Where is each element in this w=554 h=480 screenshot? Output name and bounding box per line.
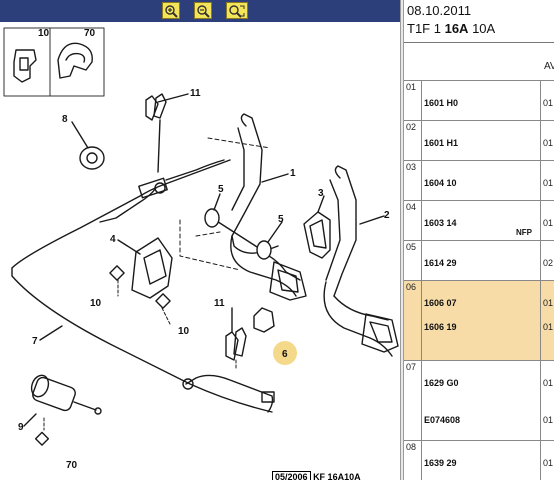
part-quantity: 01 [540,441,553,480]
part-quantity-value: 01 [543,458,554,468]
diagram-stamp: 05/2006 KF 16A10A [272,471,361,480]
callout-label[interactable]: 7 [32,336,38,347]
callout-label[interactable]: 11 [190,88,201,99]
part-reference[interactable]: 1601 H0 [424,98,459,108]
callout-label[interactable]: 10 [38,28,50,39]
pane-divider[interactable] [400,0,404,480]
column-header: AV [404,43,554,80]
row-index: 08 [404,441,422,480]
part-quantity-value: 02 [543,258,554,268]
part-reference[interactable]: 1601 H1 [424,138,459,148]
callout-label[interactable]: 70 [66,460,78,471]
row-index [404,320,422,360]
part-reference[interactable]: 1629 G0 [424,378,459,388]
part-quantity: 01 [540,161,553,200]
highlighted-callout-marker[interactable] [273,341,297,365]
callout-label[interactable]: 10 [90,298,102,309]
part-quantity: 01 [540,121,553,160]
header-divider [404,42,554,43]
row-index: 07 [404,361,422,400]
part-reference[interactable]: E074608 [424,415,461,425]
callout-label[interactable]: 10 [178,326,190,337]
zoom-out-icon [197,5,210,18]
part-quantity: 02 [540,241,553,280]
part-reference[interactable]: 1604 10 [424,178,457,188]
model-prefix: T1F 1 [407,21,441,36]
part-reference[interactable]: 1603 14 [424,218,457,228]
part-reference[interactable]: 1606 19 [424,322,457,332]
part-reference[interactable]: 1606 07 [424,298,457,308]
part-quantity-value: 01 [543,378,554,388]
part-quantity-value: 01 [543,322,554,332]
parts-exploded-diagram[interactable]: 10 70 11 8 1 5 3 5 2 4 10 10 11 7 9 70 6 [0,22,400,480]
stamp-date: 05/2006 [272,471,311,480]
part-quantity-value: 01 [543,218,554,228]
part-quantity: 01 [540,361,553,400]
part-note: NFP [516,228,532,237]
callout-label[interactable]: 1 [290,168,296,179]
part-quantity-value: 01 [543,138,554,148]
callout-label[interactable]: 5 [218,184,224,195]
column-header-label: AV [544,61,554,72]
zoom-in-icon [165,5,178,18]
callout-label[interactable]: 3 [318,188,324,199]
row-index: 02 [404,121,422,160]
model-code: T1F 1 16A 10A [407,21,495,36]
zoom-fit-icon [229,5,245,18]
zoom-out-button[interactable] [194,2,212,19]
model-suffix: 10A [472,21,496,36]
diagram-pane: 10 70 11 8 1 5 3 5 2 4 10 10 11 7 9 70 6… [0,0,400,480]
callout-label[interactable]: 4 [110,234,116,245]
stamp-code: KF 16A10A [313,472,361,480]
part-quantity: 01 [540,201,553,240]
part-quantity-value: 01 [543,98,554,108]
part-quantity: 01 [540,81,553,120]
part-quantity: 01 [540,400,553,440]
row-index: 04 [404,201,422,240]
part-reference[interactable]: 1614 29 [424,258,457,268]
catalog-date: 08.10.2011 [407,3,472,18]
row-index: 01 [404,81,422,120]
part-quantity: 01 [540,281,553,320]
highlighted-callout-label[interactable]: 6 [282,349,288,360]
callout-label[interactable]: 70 [84,28,96,39]
zoom-in-button[interactable] [162,2,180,19]
diagram-toolbar [0,0,400,22]
part-reference[interactable]: 1639 29 [424,458,457,468]
callout-label[interactable]: 2 [384,210,390,221]
row-index: 03 [404,161,422,200]
row-index: 05 [404,241,422,280]
table-row[interactable]: 1606 19 01 [404,320,554,360]
part-quantity-value: 01 [543,298,554,308]
zoom-fit-button[interactable] [226,2,248,19]
table-row[interactable]: E074608 01 [404,400,554,440]
callout-label[interactable]: 9 [18,422,24,433]
part-quantity-value: 01 [543,415,554,425]
callout-label[interactable]: 5 [278,214,284,225]
part-quantity: 01 [540,320,553,360]
callout-label[interactable]: 8 [62,114,68,125]
model-bold: 16A [444,21,469,36]
part-quantity-value: 01 [543,178,554,188]
callout-label[interactable]: 11 [214,298,225,309]
row-index: 06 [404,281,422,320]
row-index [404,400,422,440]
